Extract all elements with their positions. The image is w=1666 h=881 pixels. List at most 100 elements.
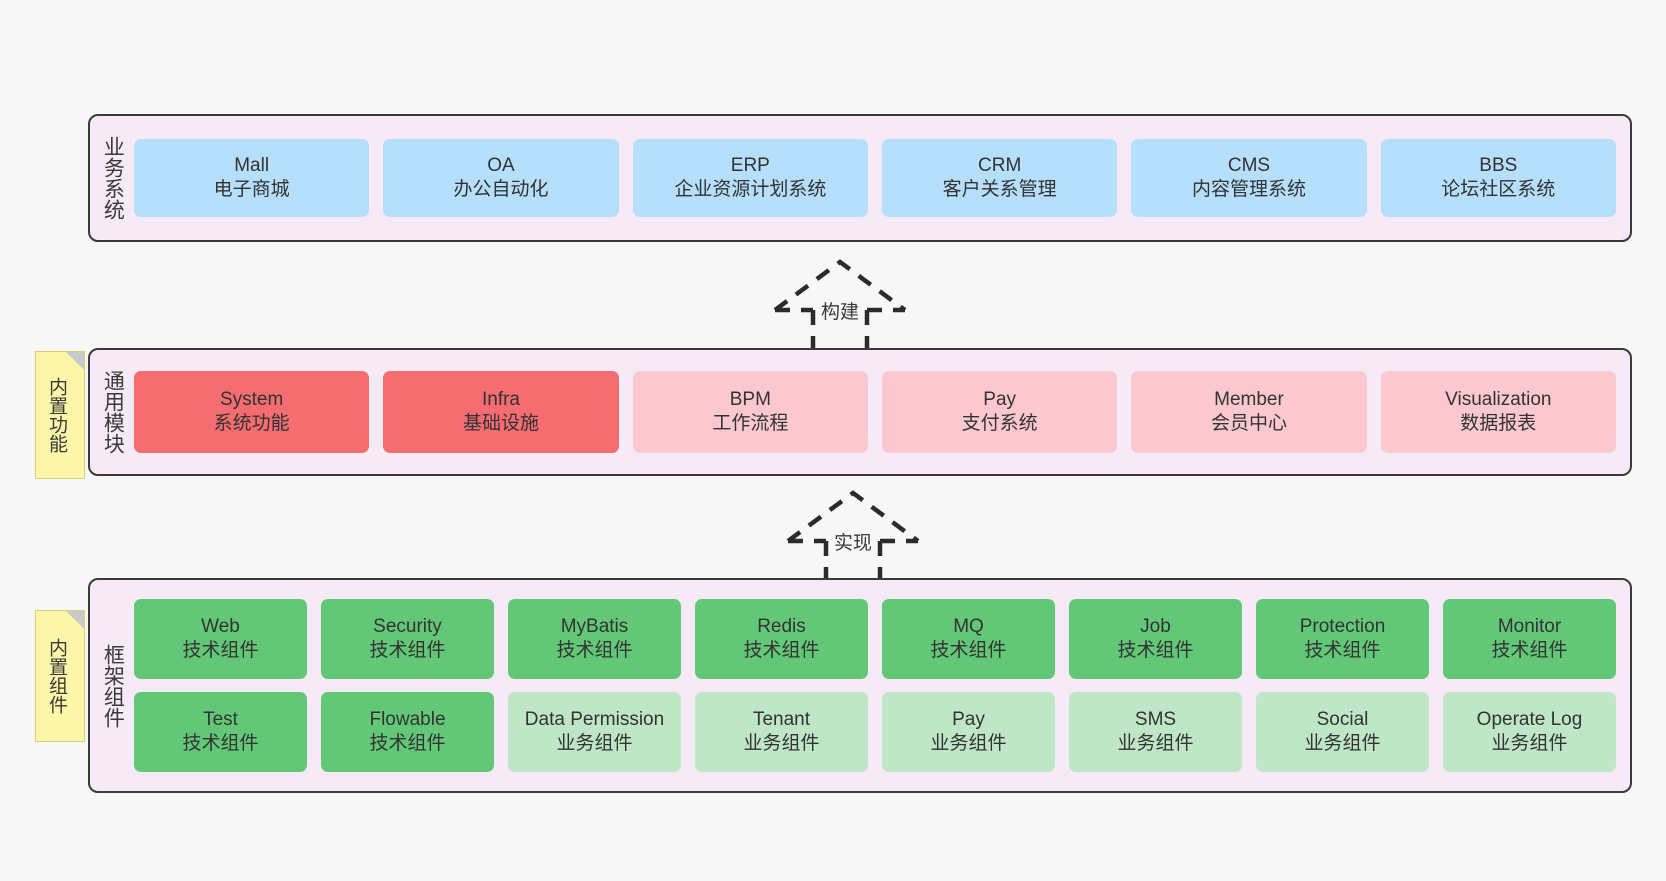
card-name: BBS <box>1479 154 1518 176</box>
framework-card-security[interactable]: Security 技术组件 <box>321 599 494 679</box>
card-desc: 工作流程 <box>712 413 789 434</box>
card-name: Monitor <box>1497 615 1562 637</box>
card-desc: 系统功能 <box>213 413 290 434</box>
card-desc: 会员中心 <box>1210 413 1287 434</box>
card-name: Visualization <box>1445 388 1552 410</box>
card-desc: 技术组件 <box>930 640 1007 661</box>
business-card-cms[interactable]: CMS 内容管理系统 <box>1131 139 1367 217</box>
framework-card-pay[interactable]: Pay 业务组件 <box>882 692 1055 772</box>
module-card-bpm[interactable]: BPM 工作流程 <box>632 371 868 453</box>
card-desc: 技术组件 <box>1491 640 1568 661</box>
card-desc: 技术组件 <box>1304 640 1381 661</box>
card-desc: 内容管理系统 <box>1191 179 1306 200</box>
framework-tech-row: Web 技术组件 Security 技术组件 MyBatis 技术组件 Redi… <box>134 599 1616 679</box>
business-system-layer-title: 业务系统 <box>101 136 125 220</box>
framework-card-operate-log[interactable]: Operate Log 业务组件 <box>1443 692 1616 772</box>
connector-implement-arrow: 实现 <box>778 487 928 585</box>
card-name: System <box>219 388 284 410</box>
note-fold-corner-icon <box>66 611 84 629</box>
card-name: Pay <box>983 388 1017 410</box>
module-card-member[interactable]: Member 会员中心 <box>1131 371 1367 453</box>
common-module-layer: 通用模块 System 系统功能 Infra 基础设施 BPM 工作流程 Pay… <box>88 348 1632 476</box>
card-desc: 业务组件 <box>930 733 1007 754</box>
card-name: Web <box>201 615 240 637</box>
card-name: CRM <box>978 154 1022 176</box>
card-name: Job <box>1140 615 1171 637</box>
framework-card-protection[interactable]: Protection 技术组件 <box>1256 599 1429 679</box>
framework-card-flowable[interactable]: Flowable 技术组件 <box>321 692 494 772</box>
note-builtin-features: 内置功能 <box>35 351 85 479</box>
framework-card-monitor[interactable]: Monitor 技术组件 <box>1443 599 1616 679</box>
card-name: Operate Log <box>1476 708 1583 730</box>
framework-card-mq[interactable]: MQ 技术组件 <box>882 599 1055 679</box>
card-desc: 电子商城 <box>213 179 290 200</box>
business-card-mall[interactable]: Mall 电子商城 <box>134 139 370 217</box>
common-module-layer-body: System 系统功能 Infra 基础设施 BPM 工作流程 Pay 支付系统… <box>134 350 1630 474</box>
business-card-erp[interactable]: ERP 企业资源计划系统 <box>632 139 868 217</box>
framework-card-data-permission[interactable]: Data Permission 业务组件 <box>508 692 681 772</box>
card-desc: 业务组件 <box>743 733 820 754</box>
note-label: 内置功能 <box>45 377 67 453</box>
card-desc: 技术组件 <box>556 640 633 661</box>
framework-card-mybatis[interactable]: MyBatis 技术组件 <box>508 599 681 679</box>
framework-card-tenant[interactable]: Tenant 业务组件 <box>695 692 868 772</box>
business-card-oa[interactable]: OA 办公自动化 <box>383 139 619 217</box>
framework-card-redis[interactable]: Redis 技术组件 <box>695 599 868 679</box>
business-system-layer: 业务系统 Mall 电子商城 OA 办公自动化 ERP 企业资源计划系统 CRM… <box>88 114 1632 242</box>
module-card-pay[interactable]: Pay 支付系统 <box>881 371 1118 453</box>
framework-card-web[interactable]: Web 技术组件 <box>134 599 307 679</box>
framework-card-job[interactable]: Job 技术组件 <box>1069 599 1242 679</box>
common-module-layer-title: 通用模块 <box>101 370 125 454</box>
framework-card-sms[interactable]: SMS 业务组件 <box>1069 692 1242 772</box>
card-name: OA <box>487 154 515 176</box>
card-name: Security <box>373 615 442 637</box>
framework-component-layer-title: 框架组件 <box>101 643 125 728</box>
card-desc: 技术组件 <box>182 640 259 661</box>
card-name: Flowable <box>369 708 446 730</box>
card-name: ERP <box>730 154 770 176</box>
business-card-crm[interactable]: CRM 客户关系管理 <box>881 139 1118 217</box>
card-desc: 办公自动化 <box>453 179 549 200</box>
card-name: Social <box>1316 708 1369 730</box>
card-name: Pay <box>952 708 985 730</box>
card-name: MyBatis <box>560 615 629 637</box>
card-name: Data Permission <box>524 708 665 730</box>
card-desc: 业务组件 <box>1117 733 1194 754</box>
card-name: SMS <box>1134 708 1177 730</box>
card-name: Mall <box>234 154 270 176</box>
framework-card-test[interactable]: Test 技术组件 <box>134 692 307 772</box>
framework-biz-row: Test 技术组件 Flowable 技术组件 Data Permission … <box>134 692 1616 772</box>
card-name: Redis <box>757 615 806 637</box>
card-desc: 技术组件 <box>182 733 259 754</box>
connector-implement-label: 实现 <box>833 533 873 554</box>
card-desc: 支付系统 <box>961 413 1038 434</box>
card-desc: 技术组件 <box>1117 640 1194 661</box>
card-desc: 业务组件 <box>556 733 633 754</box>
note-builtin-components: 内置组件 <box>35 610 85 742</box>
module-card-system[interactable]: System 系统功能 <box>134 371 370 453</box>
card-name: Member <box>1214 388 1284 410</box>
framework-component-layer: 框架组件 Web 技术组件 Security 技术组件 MyBatis 技术组件… <box>88 578 1632 793</box>
card-desc: 技术组件 <box>369 640 446 661</box>
card-name: CMS <box>1227 154 1271 176</box>
connector-build-label: 构建 <box>820 302 860 323</box>
card-name: Infra <box>481 388 520 410</box>
business-card-bbs[interactable]: BBS 论坛社区系统 <box>1380 139 1616 217</box>
card-desc: 论坛社区系统 <box>1441 179 1556 200</box>
card-desc: 业务组件 <box>1304 733 1381 754</box>
card-desc: 基础设施 <box>462 413 539 434</box>
module-card-infra[interactable]: Infra 基础设施 <box>383 371 619 453</box>
card-desc: 技术组件 <box>743 640 820 661</box>
note-fold-corner-icon <box>66 352 84 370</box>
note-label: 内置组件 <box>45 638 67 714</box>
business-system-row: Mall 电子商城 OA 办公自动化 ERP 企业资源计划系统 CRM 客户关系… <box>134 139 1616 217</box>
card-name: BPM <box>729 388 771 410</box>
card-desc: 技术组件 <box>369 733 446 754</box>
framework-card-social[interactable]: Social 业务组件 <box>1256 692 1429 772</box>
card-desc: 客户关系管理 <box>942 179 1057 200</box>
card-name: Tenant <box>752 708 811 730</box>
module-card-visualization[interactable]: Visualization 数据报表 <box>1380 371 1616 453</box>
card-name: Test <box>203 708 238 730</box>
common-module-row: System 系统功能 Infra 基础设施 BPM 工作流程 Pay 支付系统… <box>134 371 1616 453</box>
framework-component-layer-body: Web 技术组件 Security 技术组件 MyBatis 技术组件 Redi… <box>134 580 1630 791</box>
